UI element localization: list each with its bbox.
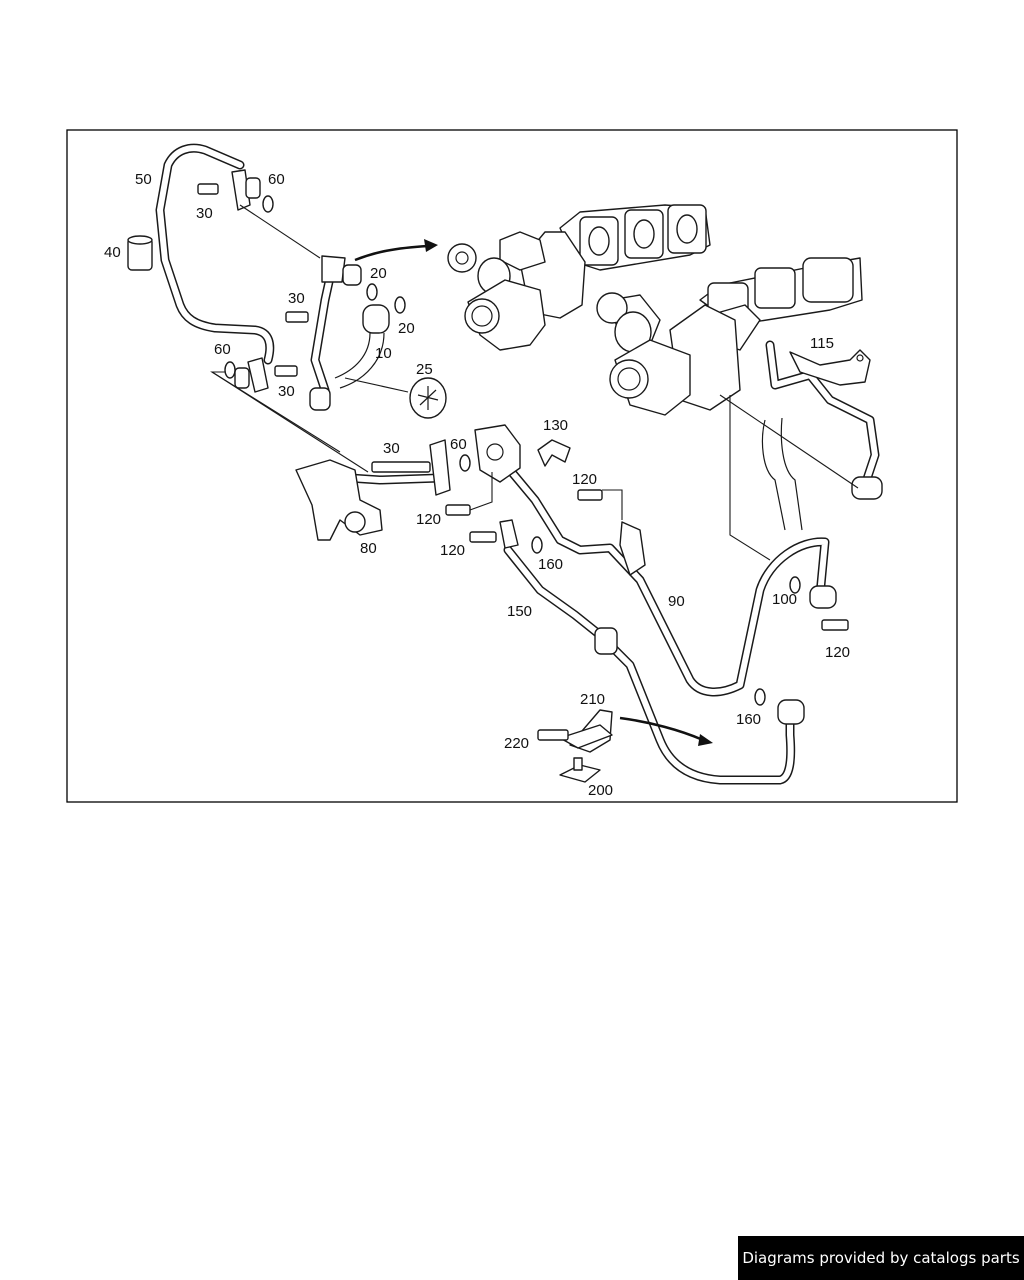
callout-40: 40 xyxy=(104,244,121,261)
pipe-90 xyxy=(474,424,837,697)
callout-160: 160 xyxy=(736,711,761,728)
callout-30: 30 xyxy=(278,383,295,400)
part-25-clamp xyxy=(409,377,447,419)
callout-20: 20 xyxy=(370,265,387,282)
part-40-sleeve xyxy=(127,235,153,271)
diagram-frame xyxy=(66,129,958,803)
callout-160: 160 xyxy=(538,556,563,573)
callout-80: 80 xyxy=(360,540,377,557)
callout-120: 120 xyxy=(440,542,465,559)
callout-210: 210 xyxy=(580,691,605,708)
callout-60: 60 xyxy=(214,341,231,358)
callout-130: 130 xyxy=(543,417,568,434)
leader-lines xyxy=(210,204,859,561)
callout-60: 60 xyxy=(268,171,285,188)
pipe-50 xyxy=(155,143,275,393)
callout-200: 200 xyxy=(588,782,613,799)
part-210-bracket xyxy=(559,709,613,753)
part-130-clip xyxy=(537,439,571,467)
callout-20: 20 xyxy=(398,320,415,337)
o-rings xyxy=(224,195,801,706)
callout-50: 50 xyxy=(135,171,152,188)
direction-arrows xyxy=(354,239,713,746)
callout-115: 115 xyxy=(810,335,834,352)
callout-100: 100 xyxy=(772,591,797,608)
turbocharger-left xyxy=(447,204,711,351)
callout-120: 120 xyxy=(572,471,597,488)
part-200-clip xyxy=(559,757,601,783)
callout-60: 60 xyxy=(450,436,467,453)
part-115-pipe xyxy=(765,340,883,500)
callout-30: 30 xyxy=(196,205,213,222)
pipe-150 xyxy=(499,519,805,785)
part-80-housing xyxy=(295,439,451,541)
footer-credit: Diagrams provided by catalogs parts xyxy=(738,1236,1024,1280)
callout-labels: 50 60 30 40 20 30 20 60 10 25 30 115 130… xyxy=(104,171,850,799)
callout-120: 120 xyxy=(825,644,850,661)
callout-120: 120 xyxy=(416,511,441,528)
pipe-10 xyxy=(309,255,390,411)
callout-90: 90 xyxy=(668,593,685,610)
callout-10: 10 xyxy=(375,345,392,362)
bolts xyxy=(197,183,849,741)
coolant-hose-lower xyxy=(761,419,786,531)
callout-150: 150 xyxy=(507,603,532,620)
turbocharger-right xyxy=(596,257,863,416)
callout-220: 220 xyxy=(504,735,529,752)
callout-25: 25 xyxy=(416,361,433,378)
callout-30: 30 xyxy=(288,290,305,307)
callout-30: 30 xyxy=(383,440,400,457)
